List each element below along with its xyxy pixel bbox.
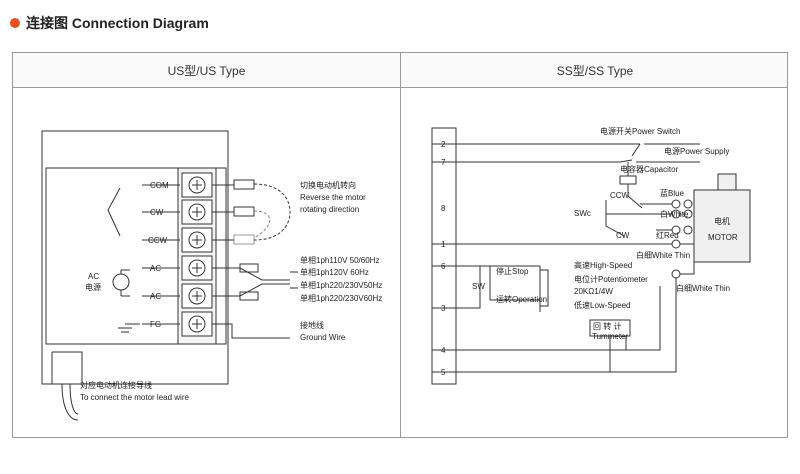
label-voltage-2: 单相1ph120V 60Hz <box>300 267 369 277</box>
ss-type-title: SS型/SS Type <box>556 64 634 78</box>
terminal-screw-icon <box>181 255 213 281</box>
motor-lead-wire <box>61 383 79 421</box>
label-sw: SW <box>472 282 485 291</box>
label-ss-ccw: CCW <box>610 191 630 200</box>
label-ac-power-1: AC <box>88 272 99 281</box>
label-rating: 20KΩ1/4W <box>574 287 613 296</box>
terminal-screw-icon <box>181 227 213 253</box>
label-white-thin-1: 白细White Thin <box>636 250 690 260</box>
us-internal-wiring <box>107 184 180 333</box>
motor-lead-connector <box>51 351 83 384</box>
label-cw: CW <box>150 208 164 217</box>
label-ground-en: Ground Wire <box>300 333 346 342</box>
label-motor-cn: 电机 <box>714 216 730 226</box>
ss-terminal-2: 2 <box>441 140 446 149</box>
label-ac-1: AC <box>150 264 161 273</box>
label-power-supply: 电源Power Supply <box>664 146 729 156</box>
label-voltage-1: 单相1ph110V 50/60Hz <box>300 255 379 265</box>
ss-diagram <box>431 127 751 385</box>
label-blue: 蓝Blue <box>660 188 685 198</box>
ss-terminal-3: 3 <box>441 304 446 313</box>
label-ac-power-2: 电源 <box>85 282 101 292</box>
label-stop: 停止Stop <box>496 266 529 276</box>
label-ccw: CCW <box>148 236 168 245</box>
ss-terminal-strip <box>431 127 457 385</box>
label-high-speed: 高速High-Speed <box>574 260 632 270</box>
motor-shaft <box>717 173 737 191</box>
label-com: COM <box>150 181 169 190</box>
ss-terminal-5: 5 <box>441 368 446 377</box>
label-lead-en: To connect the motor lead wire <box>80 393 189 402</box>
label-operation: 运转Operation <box>496 294 547 304</box>
diagram-table: US型/US Type SS型/SS Type <box>12 52 788 438</box>
label-reverse-en-1: Reverse the motor <box>300 193 366 202</box>
us-external-wiring <box>212 179 298 339</box>
label-white-thin-2: 白细White Thin <box>676 283 730 293</box>
us-labels: COM CW CCW AC AC FG AC 电源 切换电动机转向 Revers… <box>80 180 382 402</box>
ss-labels: 2 7 8 1 6 3 4 5 电源开关Power Switch 电源Power… <box>441 126 738 377</box>
column-divider <box>400 53 401 437</box>
label-reverse-en-2: rotating direction <box>300 205 359 214</box>
bullet-dot-icon <box>10 18 20 28</box>
ss-terminal-1: 1 <box>441 240 446 249</box>
label-voltage-4: 单相1ph220/230V60Hz <box>300 293 382 303</box>
label-swc: SWc <box>574 209 591 218</box>
ss-terminal-6: 6 <box>441 262 446 271</box>
label-potentiometer: 电位计Potentiometer <box>574 274 648 284</box>
label-voltage-3: 单相1ph220/230V50Hz <box>300 280 382 290</box>
label-fg: FG <box>150 320 161 329</box>
controller-inner-panel <box>45 167 227 345</box>
label-motor-en: MOTOR <box>708 233 738 242</box>
terminal-screw-icon <box>181 172 213 198</box>
us-terminals <box>181 172 213 337</box>
ss-terminal-7: 7 <box>441 158 446 167</box>
label-capacitor: 电容器Capacitor <box>620 164 679 174</box>
ss-terminal-8: 8 <box>441 204 446 213</box>
motor-body <box>693 189 751 263</box>
label-reverse-cn: 切换电动机转向 <box>300 180 356 190</box>
label-timer-en: Tummeter <box>592 332 628 341</box>
terminal-screw-icon <box>181 311 213 337</box>
label-timer-cn: 回 转 计 <box>593 321 621 331</box>
label-lead-cn: 对应电动机连接导线 <box>80 380 152 390</box>
label-white: 白White <box>660 209 689 219</box>
label-ground-cn: 接地线 <box>300 320 324 330</box>
label-low-speed: 低速Low-Speed <box>574 300 630 310</box>
controller-body <box>41 130 229 385</box>
label-ss-cw: CW <box>616 231 630 240</box>
section-title: 连接图 Connection Diagram <box>26 15 209 31</box>
label-power-switch: 电源开关Power Switch <box>600 126 680 136</box>
terminal-screw-icon <box>181 283 213 309</box>
us-type-title: US型/US Type <box>167 64 246 78</box>
label-ac-2: AC <box>150 292 161 301</box>
terminal-screw-icon <box>181 199 213 225</box>
section-header: 连接图 Connection Diagram <box>10 12 209 34</box>
label-red: 红Red <box>656 230 679 240</box>
ss-terminal-4: 4 <box>441 346 446 355</box>
